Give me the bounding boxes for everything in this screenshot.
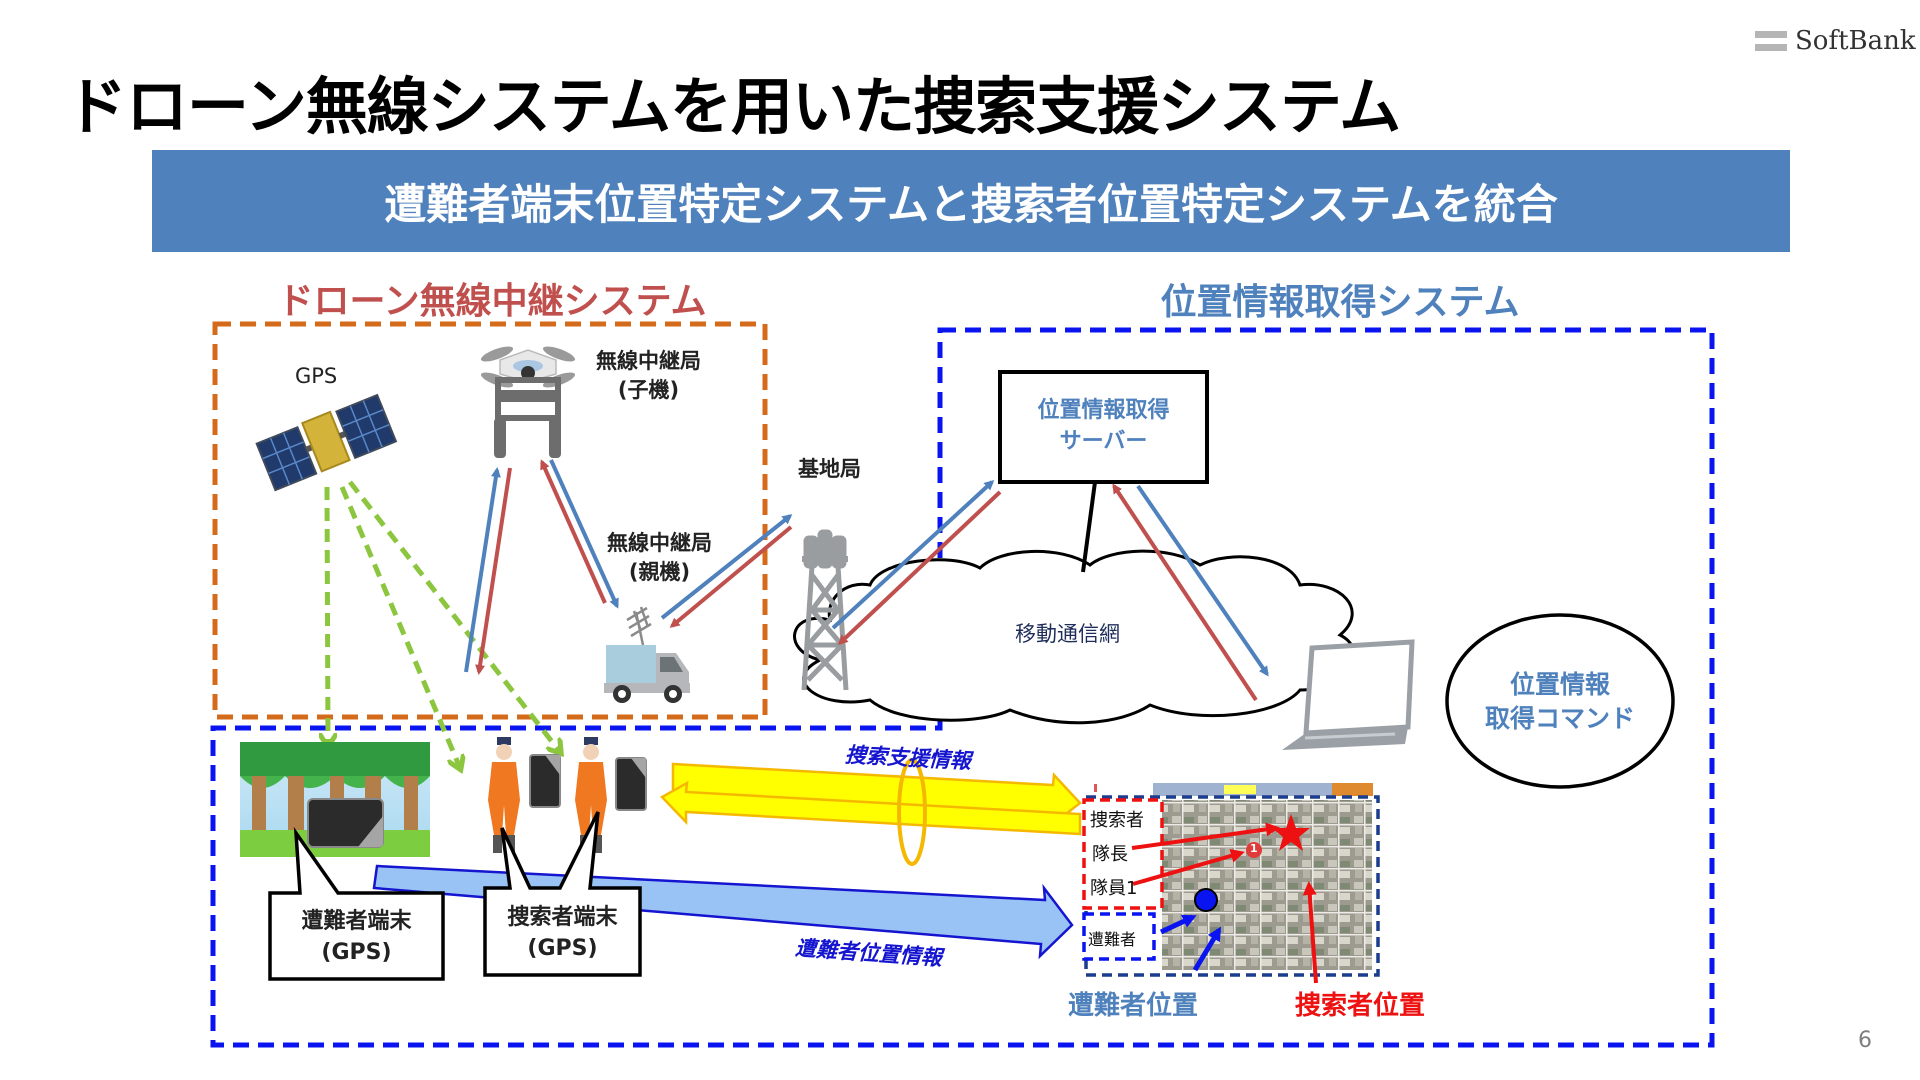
- page-number: 6: [1858, 1028, 1872, 1053]
- parent-relay-line1: 無線中継局: [607, 531, 712, 555]
- child-relay-line2: (子機): [617, 378, 680, 402]
- server-label-line1: 位置情報取得: [1037, 398, 1170, 423]
- banner-text: 遭難者端末位置特定システムと捜索者位置特定システムを統合: [384, 179, 1558, 229]
- gps-terminal-icon: [307, 798, 384, 848]
- command-bubble: [1445, 613, 1675, 789]
- base-station-label: 基地局: [798, 457, 861, 481]
- map-legend-member: 隊員1: [1090, 878, 1138, 899]
- slide-title: ドローン無線システムを用いた捜索支援システム: [65, 70, 1401, 143]
- server-label: 位置情報取得 サーバー: [1000, 395, 1207, 457]
- parent-relay-line2: (親機): [628, 560, 691, 584]
- member-marker-number: 1: [1250, 842, 1258, 855]
- drone-system-boundary: [212, 321, 768, 720]
- softbank-logo: SoftBank: [1755, 26, 1916, 56]
- star-icon: [1272, 814, 1310, 851]
- map-legend-leader: 隊長: [1092, 844, 1128, 865]
- searcher-terminal-label: 捜索者端末 (GPS): [485, 902, 640, 964]
- drone-icon: [480, 346, 576, 458]
- victim-info-arrow: [372, 864, 1074, 960]
- searcher-terminal-callout: [483, 811, 642, 977]
- cell-tower-icon: [801, 529, 849, 691]
- child-relay-label: 無線中継局 (子機): [596, 347, 701, 405]
- gps-signal-arrows: [327, 480, 560, 768]
- location-server-box: [998, 370, 1209, 484]
- server-network-link: [1081, 481, 1097, 573]
- support-info-bundle-ring: [897, 758, 927, 866]
- searcher-terminal-line2: (GPS): [527, 936, 598, 961]
- brand-name: SoftBank: [1795, 26, 1916, 56]
- victim-terminal-line2: (GPS): [321, 940, 392, 965]
- relay-truck-icon: [604, 606, 690, 703]
- softbank-logo-mark-icon: [1755, 31, 1787, 51]
- laptop-icon: [1282, 639, 1415, 750]
- location-system-title: 位置情報取得システム: [1160, 282, 1520, 323]
- victim-terminal-line1: 遭難者端末: [301, 909, 412, 934]
- parent-relay-label: 無線中継局 (親機): [607, 529, 712, 587]
- map-legend-victim: 遭難者: [1088, 930, 1137, 949]
- drone-link-arrows: [464, 459, 1269, 702]
- support-info-arrow-left: [659, 780, 1082, 836]
- command-label-line2: 取得コマンド: [1484, 704, 1635, 733]
- victim-position-label: 遭難者位置: [1068, 991, 1199, 1021]
- victim-marker: [1194, 888, 1218, 912]
- gps-terminal-icon: [615, 757, 647, 811]
- map-panel: [1082, 783, 1380, 984]
- satellite-icon: [255, 393, 398, 492]
- searcher-terminal-line1: 捜索者端末: [507, 905, 618, 930]
- gps-terminal-icon: [529, 754, 561, 808]
- child-relay-line1: 無線中継局: [596, 349, 701, 373]
- command-label: 位置情報 取得コマンド: [1447, 668, 1673, 736]
- location-system-boundary: [210, 327, 1715, 1048]
- victim-terminal-label: 遭難者端末 (GPS): [270, 906, 443, 968]
- network-label: 移動通信網: [1015, 622, 1120, 646]
- summary-banner: 遭難者端末位置特定システムと捜索者位置特定システムを統合: [152, 150, 1790, 252]
- searcher-position-label: 捜索者位置: [1295, 991, 1426, 1021]
- map-legend-searcher: 捜索者: [1090, 810, 1144, 831]
- victim-terminal-callout: [268, 826, 445, 981]
- server-label-line2: サーバー: [1059, 429, 1148, 454]
- command-label-line1: 位置情報: [1509, 670, 1610, 699]
- gps-label: GPS: [295, 364, 338, 388]
- drone-system-title: ドローン無線中継システム: [277, 281, 707, 322]
- member-marker: [1246, 842, 1262, 858]
